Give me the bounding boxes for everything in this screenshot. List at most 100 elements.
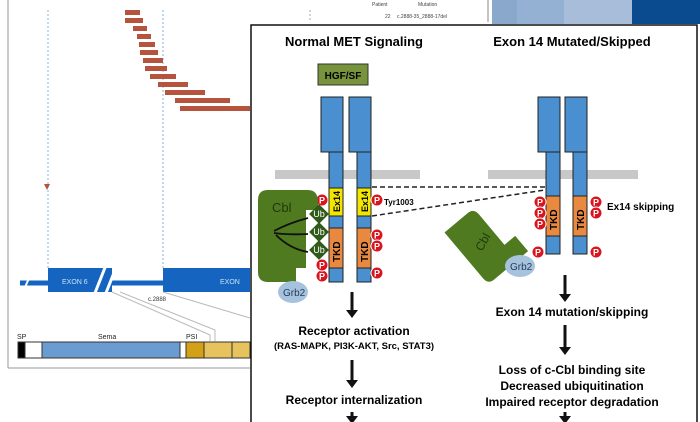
phospho-label: P — [374, 269, 380, 279]
arrow-head — [346, 310, 358, 318]
phospho-label: P — [319, 272, 325, 282]
zoom-line — [162, 291, 251, 319]
grb2-label-right: Grb2 — [510, 262, 533, 273]
phospho-icon: P — [589, 206, 603, 220]
grb2-right — [505, 255, 535, 277]
tile — [517, 0, 564, 24]
deletion-bar — [158, 82, 188, 87]
ex14-label: Ex14 — [360, 191, 370, 212]
phospho-icon: P — [370, 228, 384, 242]
ligand-label: HGF/SF — [325, 71, 362, 82]
phospho-circle — [315, 258, 329, 272]
ex14-domain — [328, 187, 344, 217]
phospho-circle — [531, 245, 545, 259]
phospho-circle — [370, 193, 384, 207]
phospho-label: P — [593, 248, 599, 258]
phospho-label: P — [537, 198, 543, 208]
phospho-circle — [370, 266, 384, 280]
membrane-left — [275, 170, 420, 179]
arrow-head — [346, 380, 358, 388]
zoom-line — [119, 291, 216, 341]
deletion-bar — [137, 34, 151, 39]
phospho-label: P — [537, 220, 543, 230]
break-mark — [102, 259, 121, 299]
deletion-bar — [139, 42, 155, 47]
deletion-bar — [165, 90, 205, 95]
triangle-marker — [44, 184, 50, 190]
arrow-head — [346, 416, 358, 422]
phospho-label: P — [319, 261, 325, 271]
deletion-bar — [143, 58, 163, 63]
ubiquitin-label: Ub — [313, 227, 325, 237]
variant-label: c.2888 — [148, 297, 167, 303]
phospho-icon: P — [315, 269, 329, 283]
extracellular-domain — [320, 96, 344, 153]
phospho-label: P — [319, 196, 325, 206]
table-cell-patient: 22 — [385, 14, 391, 20]
deletion-bar — [175, 98, 230, 103]
deletion-bar — [145, 66, 167, 71]
ubiquitin-icon: Ub — [309, 204, 329, 224]
exon-label: EXON — [220, 279, 240, 286]
phospho-circle — [370, 239, 384, 253]
step-loss-cbl: Loss of c-Cbl binding site — [499, 363, 646, 377]
tkd-label: TKD — [332, 241, 343, 262]
step-exon14-skipping: Exon 14 mutation/skipping — [496, 305, 649, 319]
down-arrow-icon — [346, 412, 358, 422]
deletion-bar — [133, 26, 147, 31]
phospho-label: P — [374, 231, 380, 241]
ex14-skipping-label: Ex14 skipping — [607, 202, 674, 213]
phospho-icon: P — [533, 217, 547, 231]
phospho-icon: P — [315, 258, 329, 272]
domain-bar — [17, 341, 251, 359]
skip-dash-line — [371, 189, 546, 217]
table-cell-mutation: c.2888-35_2888-17del — [397, 14, 447, 20]
down-arrow-icon — [559, 275, 571, 302]
phospho-circle — [589, 206, 603, 220]
phospho-label: P — [374, 196, 380, 206]
receptor-tail — [572, 235, 588, 255]
deletion-bar — [180, 106, 250, 111]
phospho-icon: P — [370, 193, 384, 207]
ex14-label: Ex14 — [332, 191, 342, 212]
ubiquitin-label: Ub — [313, 209, 325, 219]
tile — [492, 0, 517, 24]
ubiquitin-icon: Ub — [309, 240, 329, 260]
tkd-label: TKD — [549, 209, 560, 230]
deletion-bar — [150, 74, 176, 79]
deletion-bar — [125, 18, 143, 23]
exon-box — [163, 268, 250, 292]
phospho-label: P — [593, 209, 599, 219]
arrow-head — [559, 294, 571, 302]
phospho-icon: P — [370, 266, 384, 280]
deletion-bars — [125, 10, 250, 111]
step-receptor-internalization: Receptor internalization — [286, 393, 423, 407]
extracellular-domain — [537, 96, 561, 153]
phospho-icon: P — [531, 245, 545, 259]
domain-sema-label: Sema — [98, 334, 116, 341]
membrane-right — [488, 170, 638, 179]
down-arrow-icon — [559, 412, 571, 422]
grb2-label-left: Grb2 — [283, 288, 306, 299]
down-arrow-icon — [346, 292, 358, 318]
right-title: Exon 14 Mutated/Skipped — [493, 34, 651, 49]
cbl-protein-left — [258, 190, 318, 282]
phospho-icon: P — [370, 239, 384, 253]
phospho-label: P — [537, 209, 543, 219]
grb2-left — [278, 281, 308, 303]
phospho-icon: P — [589, 195, 603, 209]
receptor-right-a: TKD — [537, 96, 561, 255]
ubiquitination-arrows — [273, 217, 309, 253]
zoom-line — [111, 291, 211, 341]
cbl-label-left: Cbl — [272, 200, 292, 215]
deletion-bar — [125, 10, 140, 15]
ubiquitin-diamond — [309, 222, 329, 242]
break-mark — [21, 275, 31, 295]
extracellular-domain — [564, 96, 588, 153]
left-title: Normal MET Signaling — [285, 34, 423, 49]
domain-psi-label: PSI — [186, 334, 197, 341]
step-decreased-ub: Decreased ubiquitination — [500, 379, 643, 393]
